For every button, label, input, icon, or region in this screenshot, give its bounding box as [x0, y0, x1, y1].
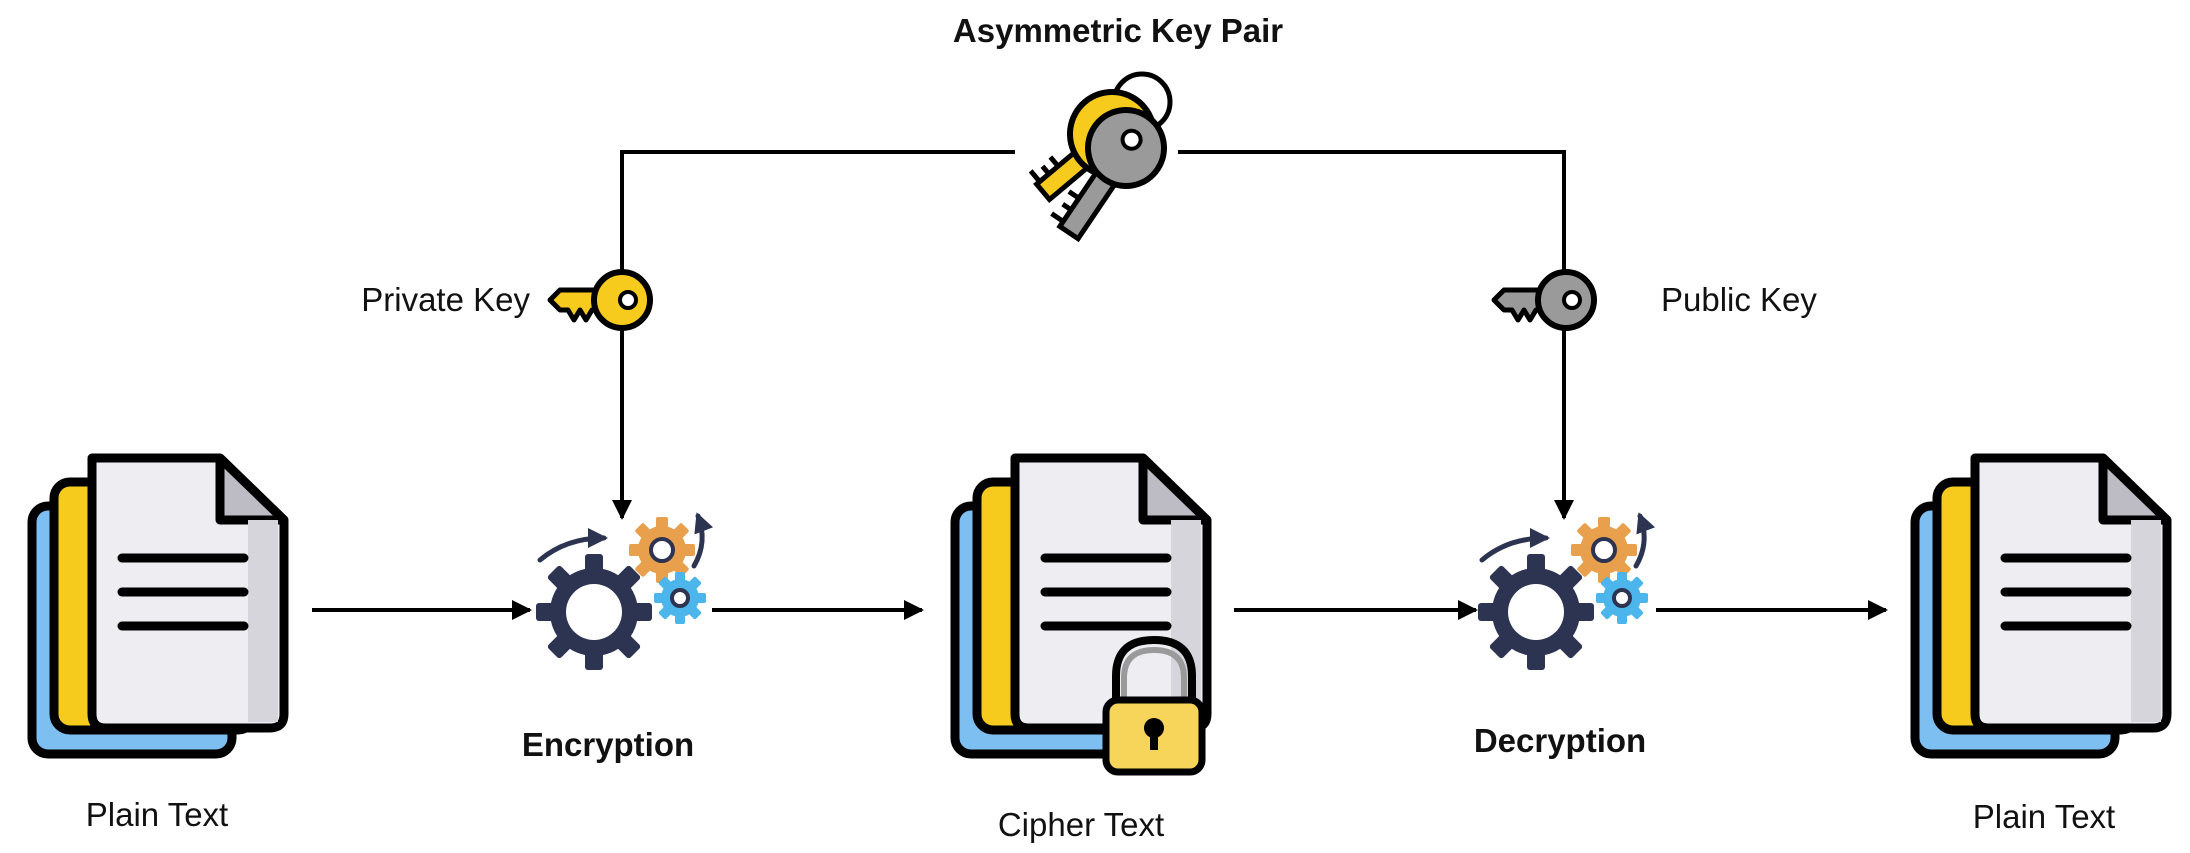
encryption-gears-icon — [536, 516, 706, 670]
plain-text-output-document-icon — [1915, 458, 2167, 754]
private-key-icon — [547, 269, 653, 331]
plain-text-input-document-icon — [32, 458, 284, 754]
padlock-icon — [1102, 635, 1206, 776]
public-key-icon — [1491, 269, 1597, 331]
plain-text-output-label: Plain Text — [1973, 798, 2115, 835]
key-pair-icon — [1028, 71, 1173, 243]
private-key-label: Private Key — [361, 281, 530, 318]
private-key-line — [612, 150, 1015, 520]
public-key-line — [1178, 150, 1574, 520]
encryption-label: Encryption — [522, 726, 694, 763]
cipher-text-label: Cipher Text — [998, 806, 1164, 843]
diagram-title: Asymmetric Key Pair — [953, 12, 1283, 49]
public-key-label: Public Key — [1661, 281, 1817, 318]
decryption-gears-icon — [1478, 516, 1648, 670]
decryption-label: Decryption — [1474, 722, 1646, 759]
plain-text-input-label: Plain Text — [86, 796, 228, 833]
